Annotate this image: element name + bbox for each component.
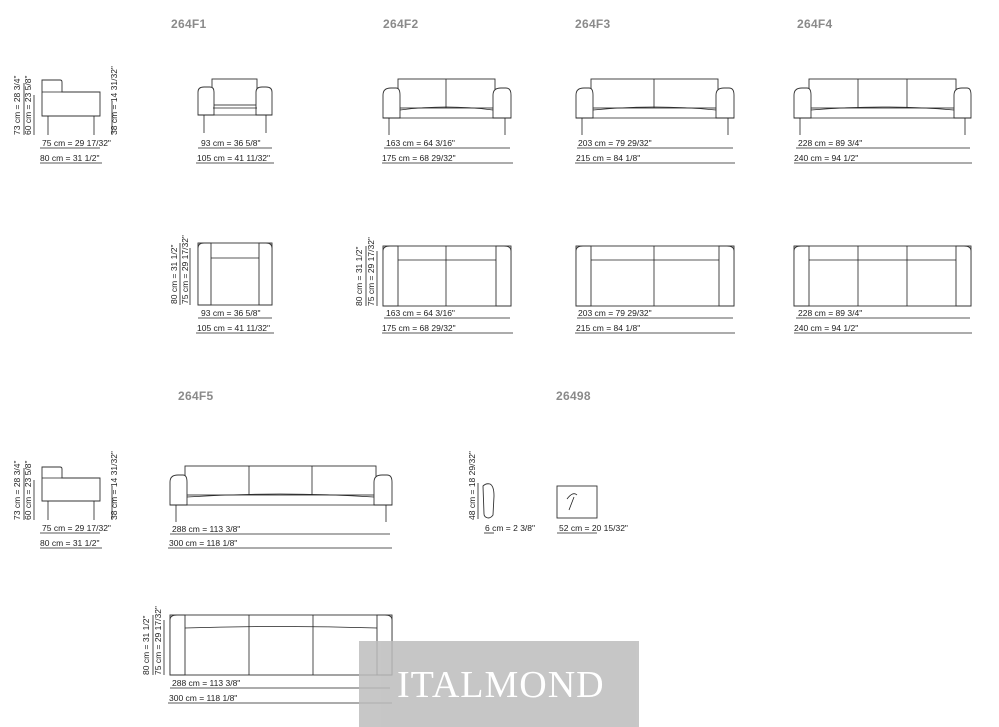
- dim-264F1-width-105: 105 cm = 41 11/32": [197, 153, 270, 163]
- dim-264F1-plan-depth-75: 75 cm = 29 17/32": [180, 235, 190, 304]
- 264F2-front-view: 163 cm = 64 3/16" 175 cm = 68 29/32": [382, 78, 513, 164]
- model-code-264F1: 264F1: [171, 17, 207, 31]
- dim-264F1-plan-width-105: 105 cm = 41 11/32": [197, 323, 270, 333]
- 264F3-front-view: 203 cm = 79 29/32" 215 cm = 84 1/8": [575, 78, 735, 164]
- side-view-row1: 73 cm = 28 3/4" 60 cm = 23 5/8" 38 cm = …: [12, 66, 119, 164]
- dim-264F4-width-240: 240 cm = 94 1/2": [794, 153, 858, 163]
- dim-side3-depth-75: 75 cm = 29 17/32": [42, 523, 111, 533]
- dim-264F3-plan-width-203: 203 cm = 79 29/32": [578, 308, 652, 318]
- dim-264F5-width-300: 300 cm = 118 1/8": [169, 538, 237, 548]
- side-view-row3: 73 cm = 28 3/4" 60 cm = 23 5/8" 38 cm = …: [12, 451, 119, 549]
- dim-side3-depth-80: 80 cm = 31 1/2": [40, 538, 99, 548]
- 264F1-front-view: 93 cm = 36 5/8" 105 cm = 41 11/32": [196, 78, 274, 164]
- dim-264F5-plan-width-288: 288 cm = 113 3/8": [172, 678, 240, 688]
- dim-side-height-60: 60 cm = 23 5/8": [23, 76, 33, 135]
- dim-264F5-plan-depth-75: 75 cm = 29 17/32": [153, 606, 163, 675]
- dim-264F3-width-203: 203 cm = 79 29/32": [578, 138, 652, 148]
- dim-side-depth-80: 80 cm = 31 1/2": [40, 153, 99, 163]
- dim-side3-seat-38: 38 cm = 14 31/32": [109, 451, 119, 520]
- dim-side3-height-60: 60 cm = 23 5/8": [23, 461, 33, 520]
- dim-side3-height-73: 73 cm = 28 3/4": [12, 461, 22, 520]
- dim-264F1-plan-width-93: 93 cm = 36 5/8": [201, 308, 260, 318]
- dim-cushion-width-52: 52 cm = 20 15/32": [559, 523, 628, 533]
- model-code-264F3: 264F3: [575, 17, 611, 31]
- dim-side-height-73: 73 cm = 28 3/4": [12, 76, 22, 135]
- dim-264F2-plan-depth-80: 80 cm = 31 1/2": [354, 247, 364, 306]
- 264F4-plan-view: 228 cm = 89 3/4" 240 cm = 94 1/2": [793, 245, 972, 334]
- model-code-264F4: 264F4: [797, 17, 833, 31]
- model-code-264F2: 264F2: [383, 17, 419, 31]
- dim-264F2-plan-width-163: 163 cm = 64 3/16": [386, 308, 455, 318]
- 264F5-front-view: 288 cm = 113 3/8" 300 cm = 118 1/8": [168, 465, 393, 549]
- dim-264F2-plan-depth-75: 75 cm = 29 17/32": [366, 237, 376, 306]
- dim-264F4-width-228: 228 cm = 89 3/4": [798, 138, 862, 148]
- 26498-cushion-side: 48 cm = 18 29/32" 6 cm = 2 3/8": [467, 451, 535, 534]
- dim-side-depth-75: 75 cm = 29 17/32": [42, 138, 111, 148]
- dim-cushion-height-48: 48 cm = 18 29/32": [467, 451, 477, 520]
- 264F1-plan-view: 80 cm = 31 1/2" 75 cm = 29 17/32" 93 cm …: [169, 235, 274, 334]
- 264F2-plan-view: 80 cm = 31 1/2" 75 cm = 29 17/32" 163 cm…: [354, 237, 513, 334]
- dim-264F2-width-163: 163 cm = 64 3/16": [386, 138, 455, 148]
- dim-264F1-plan-depth-80: 80 cm = 31 1/2": [169, 245, 179, 304]
- watermark-overlay: ITALMOND: [359, 641, 639, 727]
- dim-side-seat-38: 38 cm = 14 31/32": [109, 66, 119, 135]
- 26498-cushion-front: 52 cm = 20 15/32": [556, 485, 628, 534]
- model-code-26498: 26498: [556, 389, 591, 403]
- dim-264F3-plan-width-215: 215 cm = 84 1/8": [576, 323, 640, 333]
- dim-264F4-plan-width-240: 240 cm = 94 1/2": [794, 323, 858, 333]
- dim-264F2-width-175: 175 cm = 68 29/32": [382, 153, 456, 163]
- dim-264F2-plan-width-175: 175 cm = 68 29/32": [382, 323, 456, 333]
- dim-cushion-depth-6: 6 cm = 2 3/8": [485, 523, 535, 533]
- watermark-logo-text: ITALMOND: [397, 664, 605, 706]
- dim-264F5-plan-width-300: 300 cm = 118 1/8": [169, 693, 237, 703]
- dim-264F4-plan-width-228: 228 cm = 89 3/4": [798, 308, 862, 318]
- dim-264F5-plan-depth-80: 80 cm = 31 1/2": [141, 616, 151, 675]
- dim-264F5-width-288: 288 cm = 113 3/8": [172, 524, 240, 534]
- 264F4-front-view: 228 cm = 89 3/4" 240 cm = 94 1/2": [793, 78, 972, 164]
- 264F5-plan-view: 80 cm = 31 1/2" 75 cm = 29 17/32" 288 cm…: [141, 606, 393, 704]
- dim-264F3-width-215: 215 cm = 84 1/8": [576, 153, 640, 163]
- 264F3-plan-view: 203 cm = 79 29/32" 215 cm = 84 1/8": [575, 245, 735, 334]
- model-code-264F5: 264F5: [178, 389, 214, 403]
- dim-264F1-width-93: 93 cm = 36 5/8": [201, 138, 260, 148]
